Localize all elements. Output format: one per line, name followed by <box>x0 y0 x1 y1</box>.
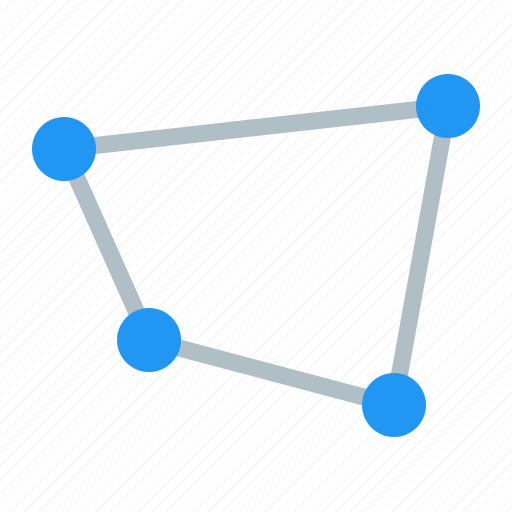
edge-top <box>55 97 457 158</box>
polygon-vertices <box>32 74 480 437</box>
vertex-handle-top-left[interactable] <box>32 117 96 181</box>
vertex-handle-bottom-left[interactable] <box>117 308 181 372</box>
edge-left <box>55 140 158 349</box>
edge-right <box>385 97 457 414</box>
polygon-edges <box>55 97 457 414</box>
vertex-handle-top-right[interactable] <box>416 74 480 138</box>
vertex-handle-bottom-right[interactable] <box>362 373 426 437</box>
edge-bottom <box>140 331 403 414</box>
